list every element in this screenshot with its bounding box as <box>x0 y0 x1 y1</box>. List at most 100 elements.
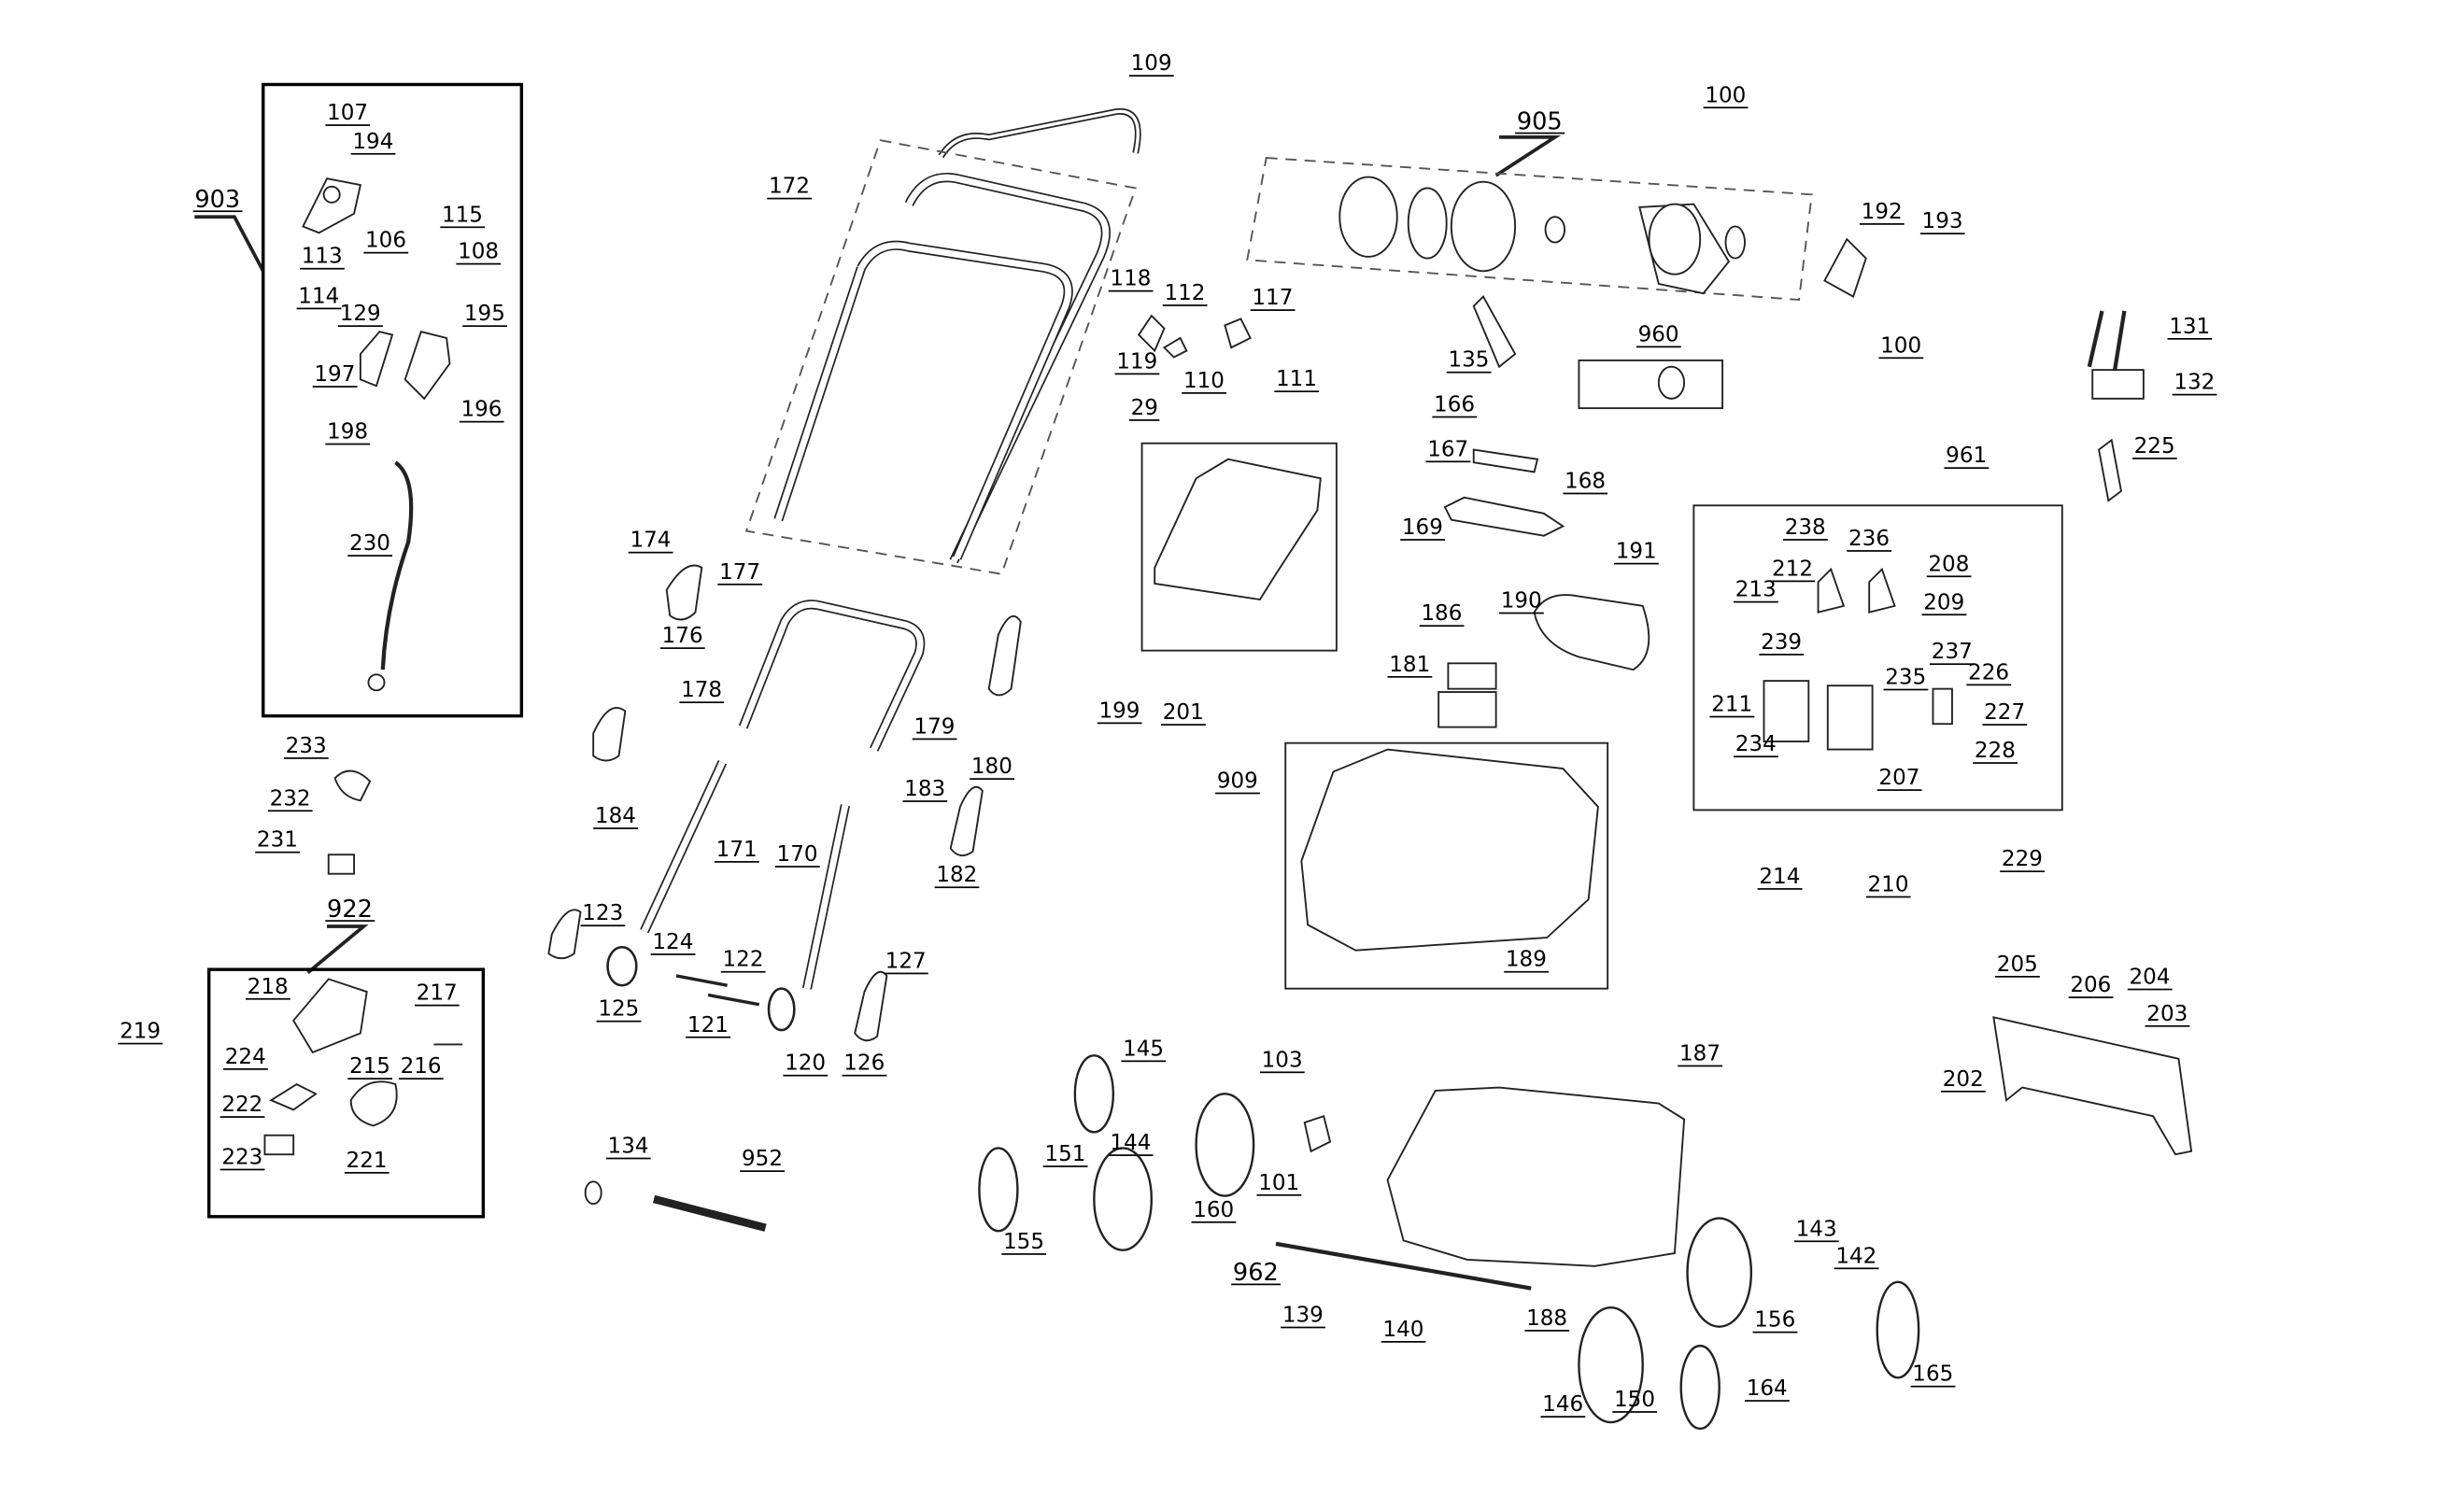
label-176: 176 <box>659 623 705 649</box>
label-123: 123 <box>580 900 625 927</box>
label-139: 139 <box>1281 1303 1325 1329</box>
label-905: 905 <box>1515 106 1565 136</box>
label-167: 167 <box>1425 436 1470 463</box>
clip-233 <box>333 769 372 802</box>
dashed-box-172 <box>744 139 1137 575</box>
label-230: 230 <box>347 530 392 557</box>
part-118 <box>1137 314 1166 353</box>
label-106: 106 <box>363 228 408 254</box>
label-216: 216 <box>398 1053 444 1080</box>
label-114: 114 <box>296 283 342 310</box>
cover-29 <box>1154 458 1322 601</box>
label-198: 198 <box>325 419 370 445</box>
label-961: 961 <box>1944 443 1989 470</box>
label-124: 124 <box>650 929 696 955</box>
box-909 <box>1284 741 1609 990</box>
switch-box-parts <box>302 177 451 692</box>
label-234: 234 <box>1734 731 1778 758</box>
label-219: 219 <box>118 1019 163 1045</box>
part-117 <box>1224 318 1252 349</box>
leader-903 <box>194 215 265 273</box>
label-236: 236 <box>1847 526 1891 552</box>
label-131: 131 <box>2167 314 2212 340</box>
wheel-cap-upper <box>1073 1054 1115 1134</box>
label-207: 207 <box>1876 765 1922 791</box>
label-110: 110 <box>1182 368 1226 394</box>
label-215: 215 <box>347 1053 392 1080</box>
label-115: 115 <box>440 202 485 229</box>
label-191: 191 <box>1613 539 1659 565</box>
label-221: 221 <box>344 1148 389 1174</box>
tine-roller-952 <box>653 1194 767 1232</box>
label-238: 238 <box>1782 515 1828 541</box>
part-134 <box>584 1180 602 1206</box>
label-235: 235 <box>1883 665 1928 691</box>
label-227: 227 <box>1982 699 2027 726</box>
label-199: 199 <box>1097 698 1142 725</box>
holder-231 <box>327 854 356 875</box>
label-169: 169 <box>1400 515 1445 541</box>
plug-holder-parts <box>263 978 463 1156</box>
label-182: 182 <box>934 862 980 889</box>
label-922: 922 <box>325 894 375 924</box>
bracket-192 <box>1823 237 1867 298</box>
belt-135 <box>1472 295 1517 369</box>
label-29: 29 <box>1128 395 1160 421</box>
handle-bar-109 <box>938 107 1141 159</box>
label-170: 170 <box>774 841 820 868</box>
label-125: 125 <box>596 996 642 1023</box>
leader-922 <box>306 924 369 975</box>
clamp-120 <box>767 987 796 1032</box>
part-168 <box>1443 496 1565 537</box>
label-118: 118 <box>1108 266 1154 292</box>
label-164: 164 <box>1745 1376 1790 1402</box>
label-140: 140 <box>1381 1317 1426 1343</box>
assembly-922-box <box>206 967 486 1219</box>
leader-905 <box>1494 134 1562 177</box>
label-135: 135 <box>1446 347 1492 374</box>
assembly-903-box <box>262 82 524 718</box>
label-213: 213 <box>1734 577 1778 603</box>
label-184: 184 <box>593 803 638 829</box>
label-190: 190 <box>1499 588 1544 614</box>
label-203: 203 <box>2145 1001 2190 1027</box>
label-151: 151 <box>1042 1141 1088 1167</box>
label-174: 174 <box>628 528 673 554</box>
label-143: 143 <box>1793 1216 1839 1243</box>
label-233: 233 <box>283 733 329 759</box>
label-126: 126 <box>842 1051 886 1077</box>
label-129: 129 <box>337 301 383 328</box>
label-101: 101 <box>1256 1170 1301 1196</box>
label-108: 108 <box>456 239 501 265</box>
label-186: 186 <box>1419 600 1465 628</box>
cam-levers <box>547 564 1022 1042</box>
knob-123 <box>606 945 638 987</box>
label-145: 145 <box>1121 1036 1166 1063</box>
label-120: 120 <box>783 1051 828 1077</box>
label-228: 228 <box>1973 738 2018 764</box>
label-223: 223 <box>219 1144 265 1171</box>
label-208: 208 <box>1926 551 1972 578</box>
label-160: 160 <box>1191 1197 1236 1223</box>
label-100a: 100 <box>1703 82 1749 109</box>
label-144: 144 <box>1108 1130 1154 1156</box>
box-960 <box>1578 359 1724 410</box>
wheels <box>978 1054 1920 1431</box>
part-110 <box>1162 336 1188 359</box>
flap-202 <box>1992 1016 2193 1156</box>
label-193: 193 <box>1919 208 1965 235</box>
label-179: 179 <box>912 713 957 741</box>
label-127: 127 <box>883 948 928 975</box>
label-903: 903 <box>192 185 242 214</box>
axle-962 <box>1275 1241 1532 1291</box>
mid-handle-179 <box>738 600 926 752</box>
box-29 <box>1140 442 1338 652</box>
part-186 <box>1447 662 1497 690</box>
part-181 <box>1437 691 1497 728</box>
label-237: 237 <box>1930 639 1975 666</box>
label-155: 155 <box>1001 1229 1046 1255</box>
label-226: 226 <box>1966 659 2011 686</box>
label-201: 201 <box>1161 699 1206 726</box>
motor-assembly-905 <box>1338 176 1746 295</box>
